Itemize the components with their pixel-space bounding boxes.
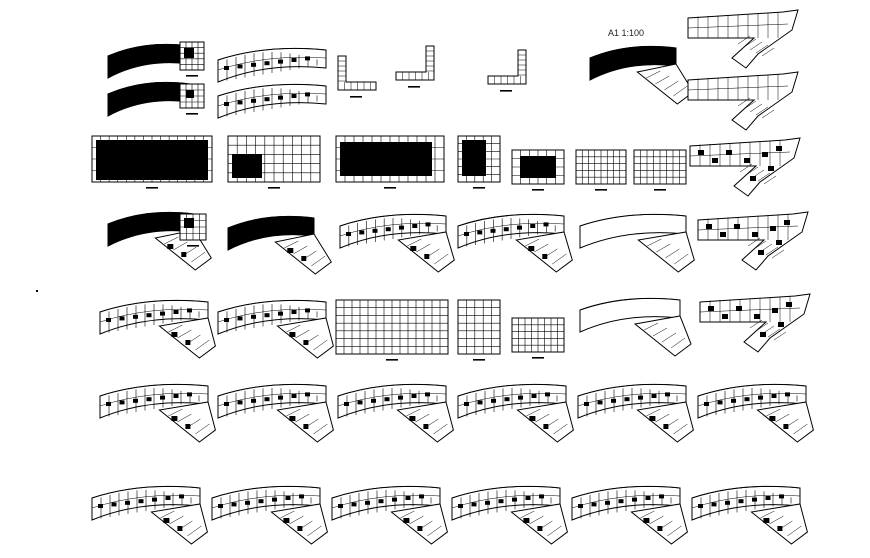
plan-r6-5 <box>571 485 688 545</box>
plan-r5-3 <box>337 383 454 443</box>
wedge-r1-b <box>687 71 799 131</box>
elev-r2-a <box>91 135 213 189</box>
plan-r3-b <box>227 215 332 275</box>
plan-r5-6 <box>697 383 814 443</box>
plan-r3-d <box>457 213 573 273</box>
plan-r4-a <box>99 299 216 359</box>
elev-r4-b <box>457 299 501 361</box>
wedge-r4-a <box>699 293 811 353</box>
lplan-r1-c <box>487 49 527 92</box>
plan-r5-1 <box>99 383 216 443</box>
plan-r1-e <box>589 45 694 105</box>
wedge-r3-a <box>697 211 809 271</box>
plan-r1-c <box>217 47 327 83</box>
plan-r5-2 <box>217 383 334 443</box>
plan-r3-e <box>579 213 695 273</box>
detail-r3-a <box>179 213 207 247</box>
plan-r4-b <box>217 299 334 359</box>
plan-r6-6 <box>691 485 808 545</box>
detail-r1-b <box>179 83 205 115</box>
plan-r6-3 <box>331 485 448 545</box>
plan-r5-5 <box>577 383 694 443</box>
plan-r6-4 <box>451 485 568 545</box>
scale-label: A1 1:100 <box>608 28 645 38</box>
wedge-r2-a <box>689 137 801 197</box>
plan-r3-c <box>339 213 455 273</box>
elev-r2-d <box>457 135 501 189</box>
elev-r4-a <box>335 299 449 361</box>
detail-r1-a <box>179 41 205 77</box>
elev-r2-g <box>633 149 687 191</box>
elev-r2-f <box>575 149 627 191</box>
plan-r6-1 <box>91 485 208 545</box>
plan-r4-c <box>579 297 692 357</box>
plan-r6-2 <box>211 485 328 545</box>
stray-mark <box>36 290 38 292</box>
elev-r2-e <box>511 149 565 191</box>
elev-r2-b <box>227 135 321 189</box>
wedge-r1-a <box>687 9 799 69</box>
elev-r4-c <box>511 317 565 359</box>
plan-r1-b <box>107 81 191 117</box>
plan-r5-4 <box>457 383 574 443</box>
lplan-r1-b <box>395 45 435 88</box>
elev-r2-c <box>335 135 445 189</box>
plan-r1-a <box>107 43 191 79</box>
plan-r1-d <box>217 83 327 119</box>
lplan-r1-a <box>337 55 377 98</box>
